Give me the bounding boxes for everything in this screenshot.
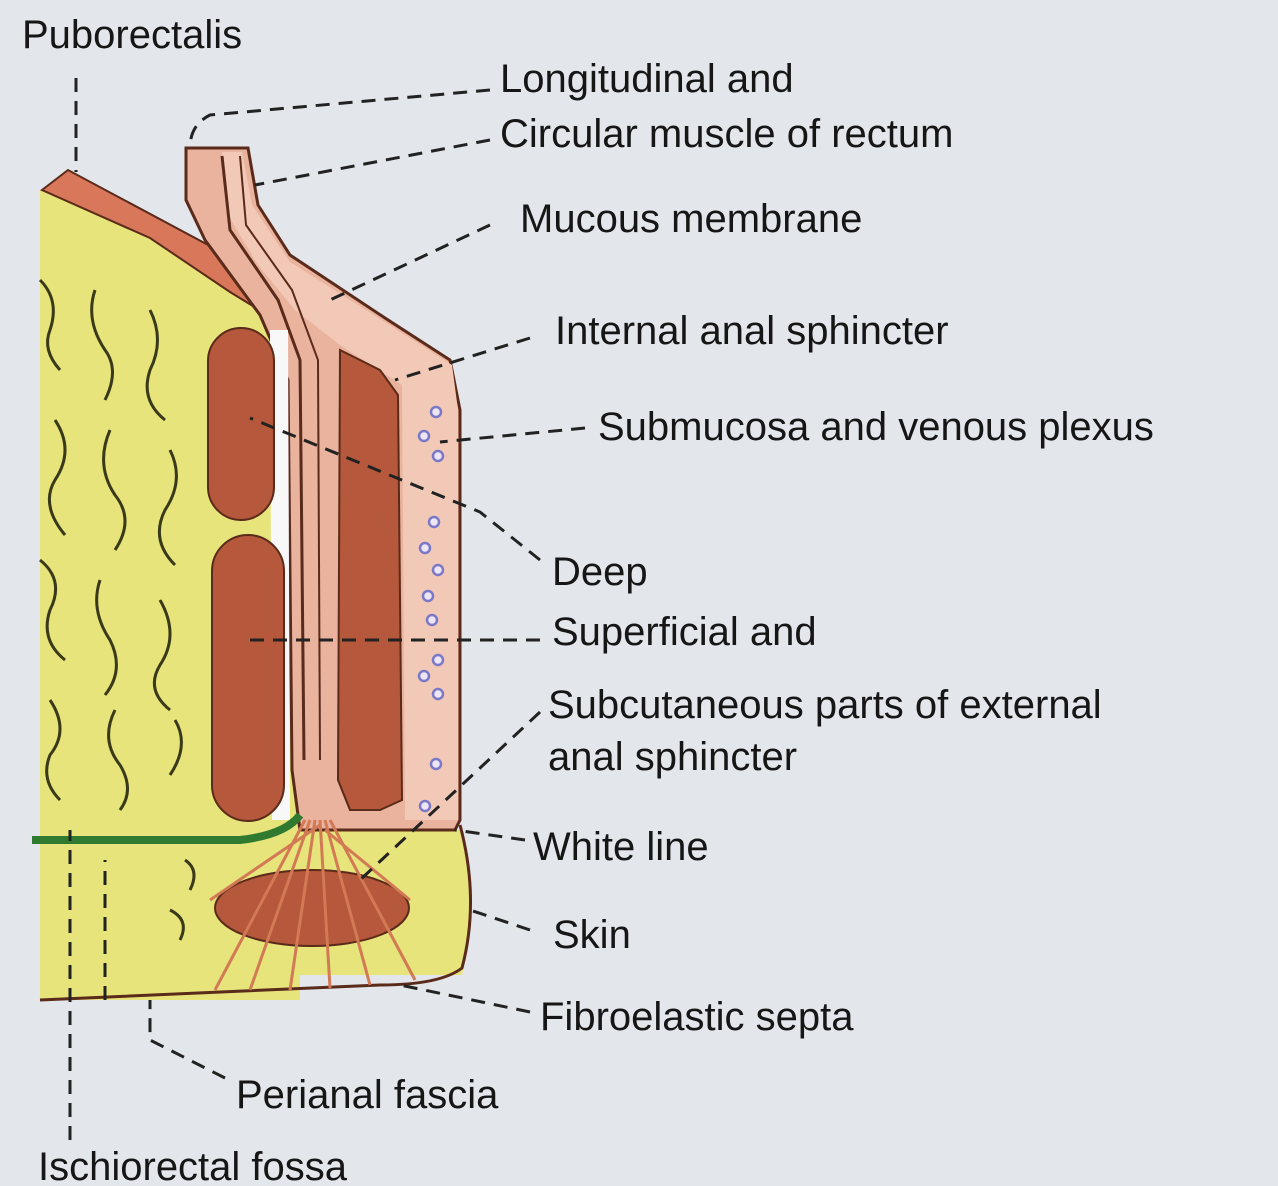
label-deep: Deep	[552, 550, 648, 594]
leader-submucosa	[440, 428, 585, 442]
label-perianal-fascia: Perianal fascia	[236, 1073, 499, 1117]
label-internal-sphincter: Internal anal sphincter	[555, 309, 949, 353]
label-subcutaneous-1: Subcutaneous parts of external	[548, 683, 1102, 727]
label-superficial: Superficial and	[552, 610, 817, 654]
leader-perianal	[150, 1000, 225, 1078]
label-fibroelastic: Fibroelastic septa	[540, 995, 854, 1039]
label-submucosa: Submucosa and venous plexus	[598, 405, 1154, 449]
label-subcutaneous-2: anal sphincter	[548, 735, 797, 779]
label-longitudinal: Longitudinal and	[500, 57, 794, 101]
internal-sphincter	[338, 350, 402, 810]
label-ischiorectal-fossa: Ischiorectal fossa	[38, 1145, 348, 1186]
leader-skin	[470, 910, 530, 930]
superficial-external-sphincter	[212, 535, 284, 821]
leader-longitudinal	[190, 90, 490, 148]
label-mucous-membrane: Mucous membrane	[520, 197, 862, 241]
label-white-line: White line	[533, 825, 709, 869]
label-circular: Circular muscle of rectum	[500, 112, 953, 156]
label-skin: Skin	[553, 913, 631, 957]
leader-circular	[255, 140, 490, 185]
leader-white-line	[455, 830, 525, 840]
leader-fibroelastic	[400, 985, 530, 1012]
leader-mucous	[330, 225, 490, 300]
label-puborectalis: Puborectalis	[22, 13, 242, 57]
